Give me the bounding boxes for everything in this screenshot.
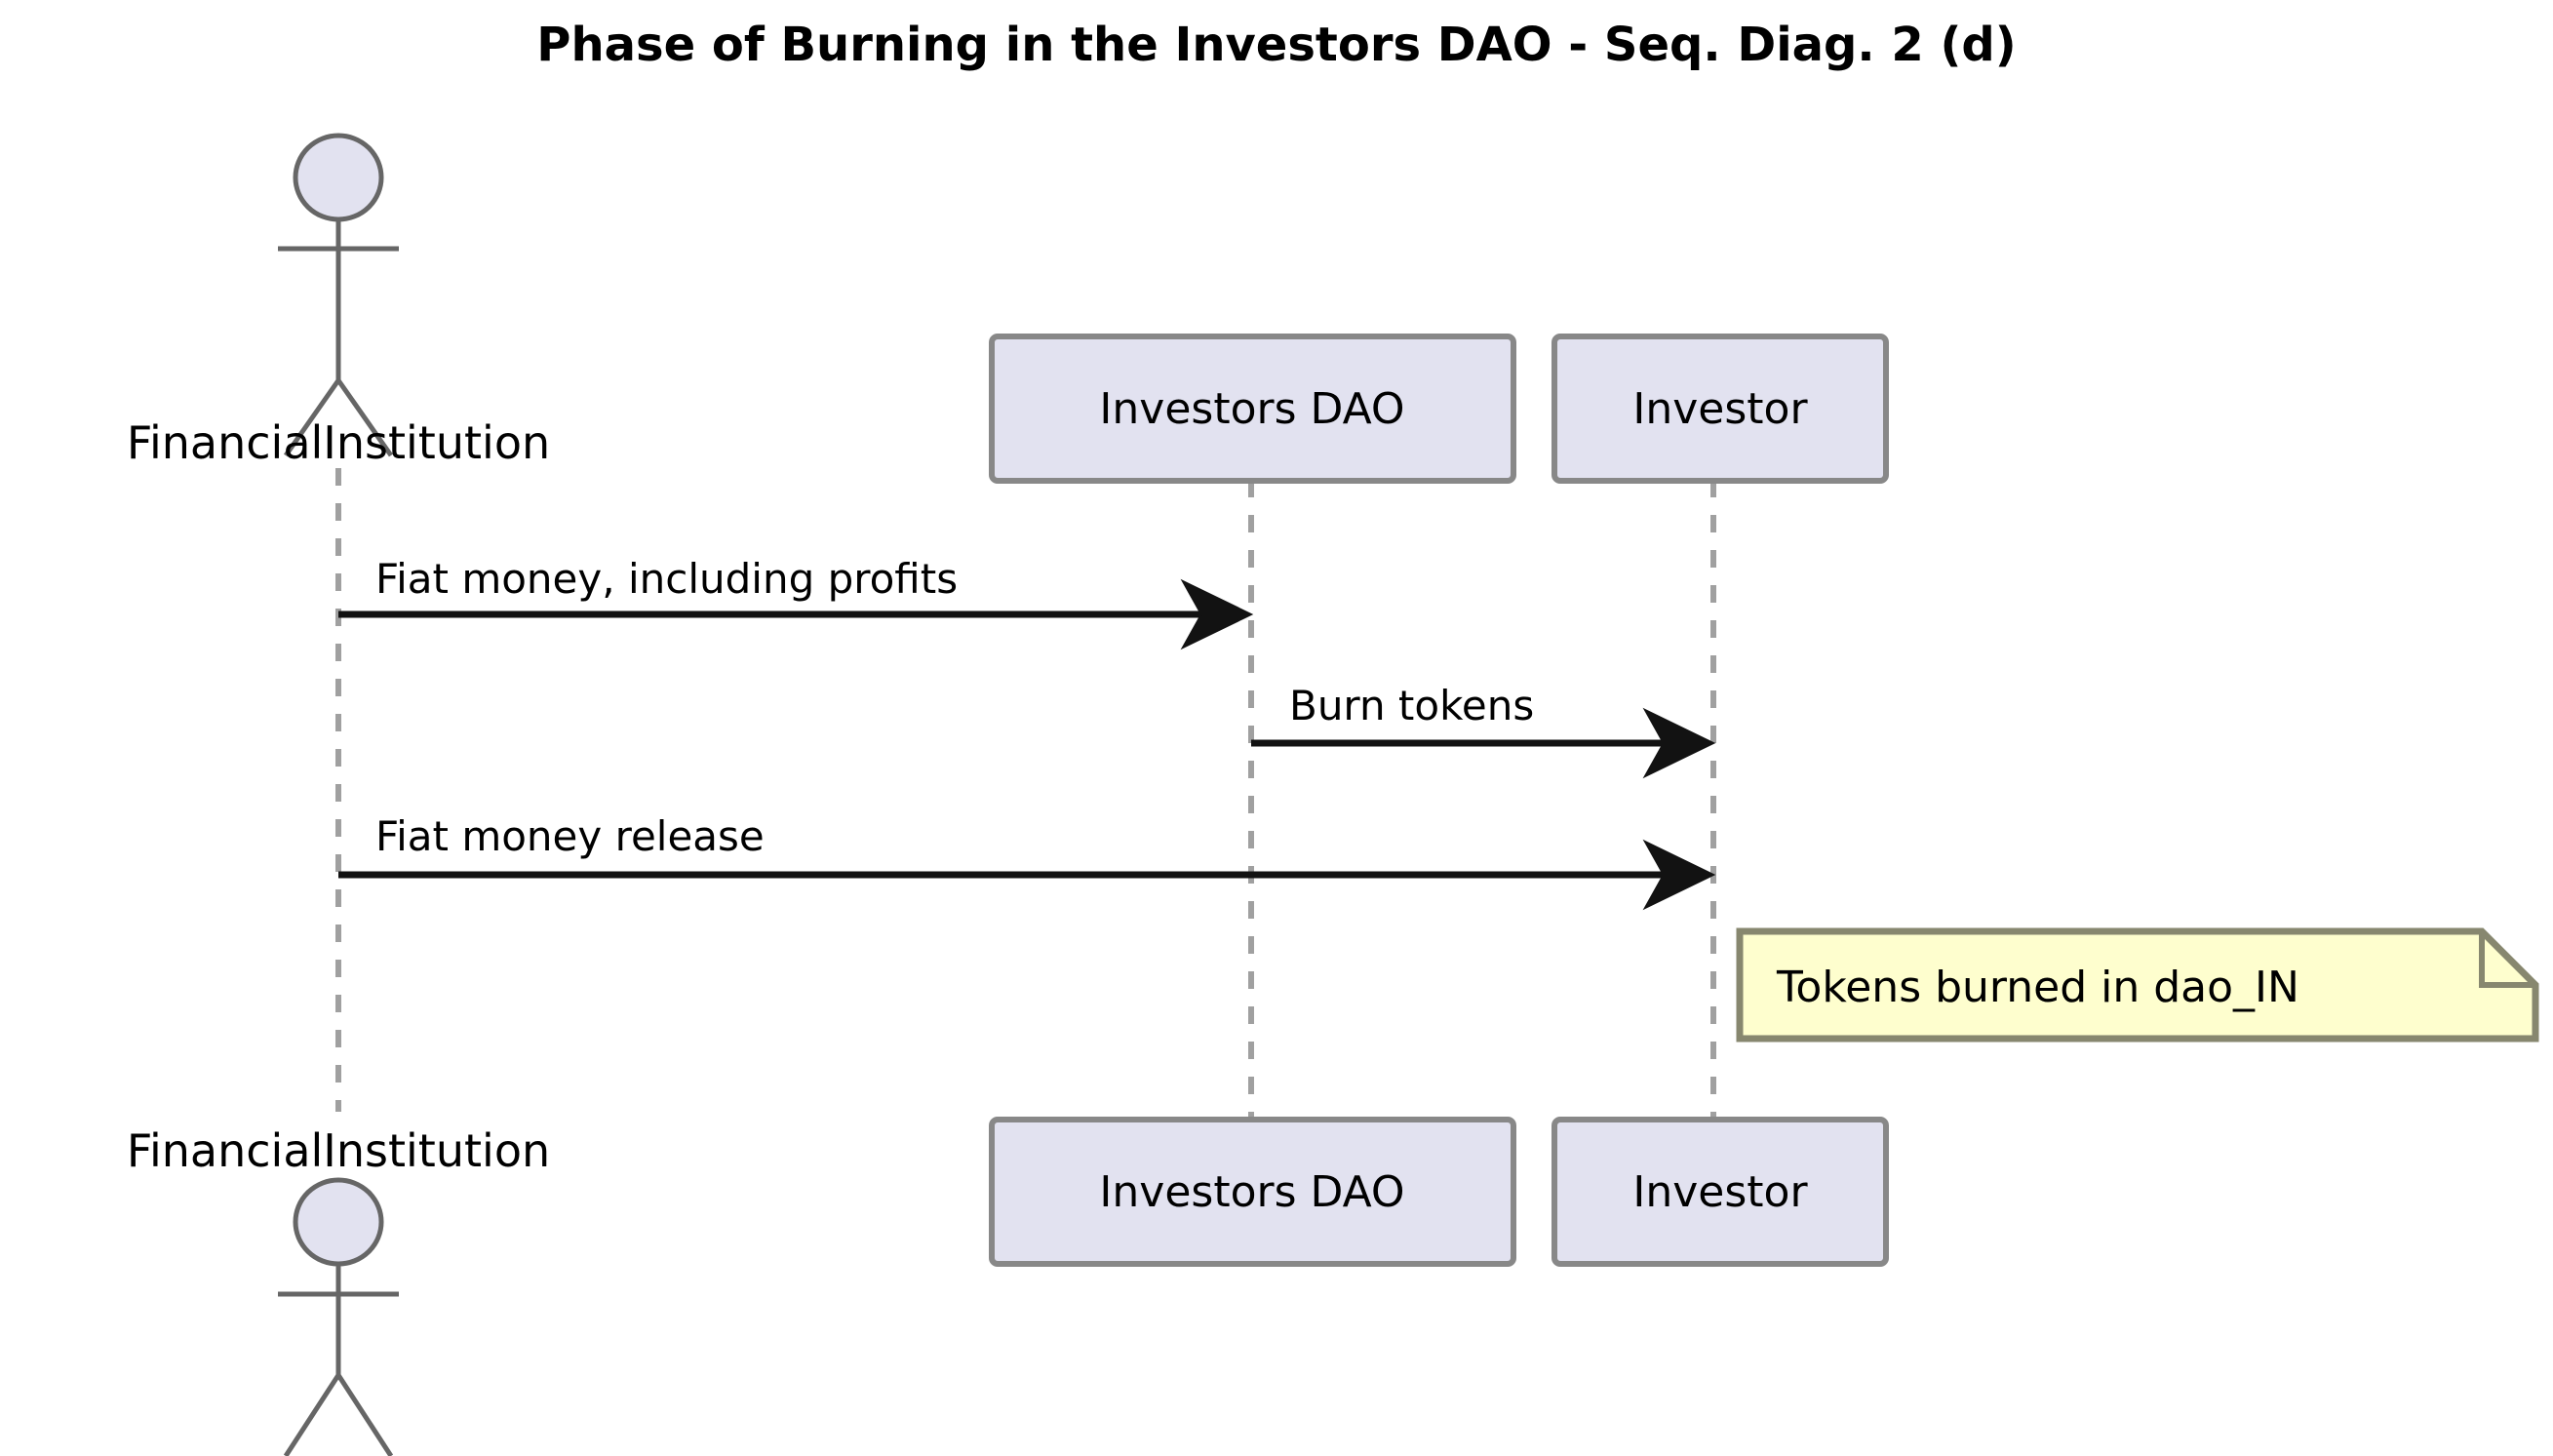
participant-box-investor-top[interactable]: Investor: [1551, 334, 1889, 484]
note-tokens-burned-in-dao-in[interactable]: Tokens burned in dao_IN: [1736, 927, 2539, 1043]
note-fold-corner-icon: [2479, 931, 2535, 988]
message-fiat-money-release[interactable]: Fiat money release: [338, 812, 1716, 911]
message-label-1: Fiat money, including profits: [375, 555, 958, 603]
note-body: [1736, 927, 2539, 1043]
actor-right-leg-line: [335, 378, 394, 457]
actor-label-financial-institution-top: FinancialInstitution: [127, 416, 550, 469]
participant-box-investors-dao-top[interactable]: Investors DAO: [989, 334, 1516, 484]
actor-head-icon: [293, 133, 384, 222]
note-text: Tokens burned in dao_IN: [1776, 963, 2299, 1012]
participant-box-investor-bottom[interactable]: Investor: [1551, 1117, 1889, 1267]
message-burn-tokens[interactable]: Burn tokens: [1251, 682, 1716, 779]
participant-rect: [989, 1117, 1516, 1267]
actor-left-leg-line: [283, 378, 341, 457]
participant-label-investors-dao-top: Investors DAO: [1099, 384, 1404, 434]
participant-box-investors-dao-bottom[interactable]: Investors DAO: [989, 1117, 1516, 1267]
message-label-2: Burn tokens: [1289, 682, 1534, 729]
message-label-3: Fiat money release: [375, 812, 765, 860]
actor-financial-institution-top: FinancialInstitution: [127, 133, 550, 469]
participant-label-investor-bottom: Investor: [1632, 1167, 1808, 1217]
actor-label-financial-institution-bottom: FinancialInstitution: [127, 1124, 550, 1177]
participant-rect: [989, 334, 1516, 484]
actor-financial-institution-bottom: FinancialInstitution: [127, 1124, 550, 1456]
actor-right-leg-line: [335, 1373, 394, 1456]
participant-label-investor-top: Investor: [1632, 384, 1808, 434]
actor-left-leg-line: [283, 1373, 341, 1456]
diagram-title: Phase of Burning in the Investors DAO - …: [536, 18, 2016, 72]
message-arrowhead-3: [1642, 839, 1716, 911]
message-arrowhead-1: [1180, 578, 1254, 650]
message-fiat-money-including-profits[interactable]: Fiat money, including profits: [338, 555, 1254, 650]
message-arrowhead-2: [1642, 707, 1716, 779]
actor-head-icon: [293, 1177, 384, 1267]
participant-label-investors-dao-bottom: Investors DAO: [1099, 1167, 1404, 1217]
participant-rect: [1551, 334, 1889, 484]
participant-rect: [1551, 1117, 1889, 1267]
